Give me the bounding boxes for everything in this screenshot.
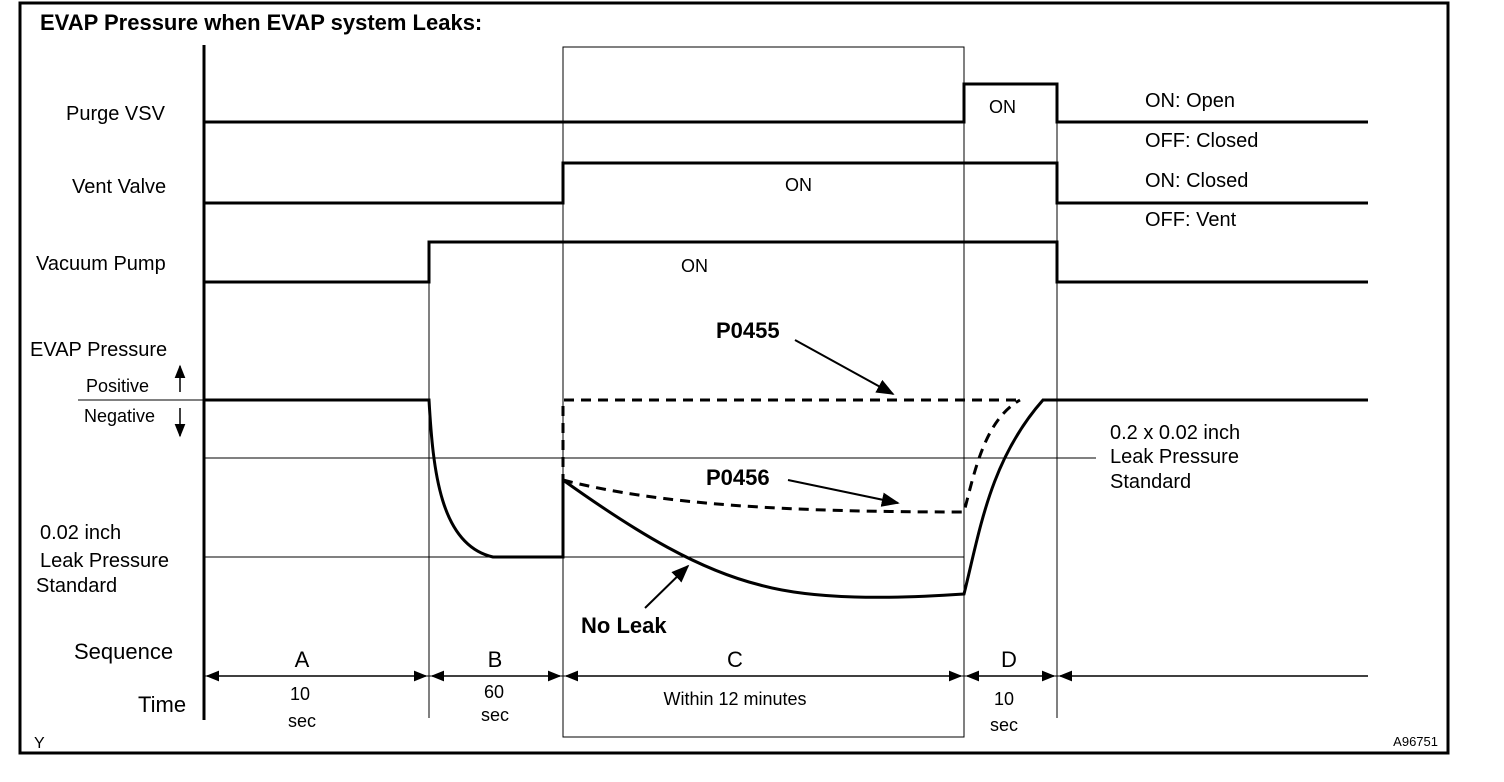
- positive-label: Positive: [86, 376, 149, 396]
- vent-valve-legend-off: OFF: Vent: [1145, 209, 1237, 231]
- vacuum-pump-signal: [204, 240, 1368, 284]
- negative-label: Negative: [84, 406, 155, 426]
- phase-b-name: B: [488, 647, 503, 672]
- vacuum-pump-label: Vacuum Pump: [36, 253, 166, 275]
- vent-valve-on-text: ON: [785, 175, 812, 195]
- phase-b-time: 60: [484, 682, 504, 702]
- phase-d-name: D: [1001, 647, 1017, 672]
- p0456-curve: [562, 398, 1021, 514]
- pressure-curve-main: [204, 398, 1368, 599]
- vent-valve-signal: [204, 161, 1368, 205]
- purge-vsv-legend-on: ON: Open: [1145, 90, 1235, 112]
- phase-b-unit: sec: [481, 705, 509, 725]
- phase-a-unit: sec: [288, 711, 316, 731]
- ref-small-line1: 0.02 inch: [40, 522, 121, 544]
- purge-vsv-label: Purge VSV: [66, 103, 166, 125]
- p0455-curve: [561, 398, 1017, 484]
- phase-a-name: A: [295, 647, 310, 672]
- diagram-border: [18, 1, 1450, 755]
- figure-id: A96751: [1393, 734, 1438, 749]
- ref-small-line2: Leak Pressure: [40, 550, 169, 572]
- phase-d-time: 10: [994, 689, 1014, 709]
- phase-c-box: [562, 46, 965, 738]
- sequence-label: Sequence: [74, 639, 173, 664]
- phase-c-time: Within 12 minutes: [663, 689, 806, 709]
- vent-valve-legend-on: ON: Closed: [1145, 170, 1248, 192]
- p0456-label: P0456: [706, 465, 770, 490]
- purge-vsv-on-text: ON: [989, 97, 1016, 117]
- ref-large-line3: Standard: [1110, 471, 1191, 493]
- phase-a-time: 10: [290, 684, 310, 704]
- p0455-label: P0455: [716, 318, 780, 343]
- diagram-title: EVAP Pressure when EVAP system Leaks:: [40, 10, 482, 35]
- purge-vsv-signal: [204, 82, 1368, 124]
- evap-pressure-label: EVAP Pressure: [30, 339, 167, 361]
- footer-left-mark: Y: [34, 735, 45, 752]
- p0455-arrow: [794, 339, 895, 395]
- phase-d-unit: sec: [990, 715, 1018, 735]
- no-leak-label: No Leak: [581, 613, 667, 638]
- phase-c-name: C: [727, 647, 743, 672]
- time-label: Time: [138, 692, 186, 717]
- purge-vsv-legend-off: OFF: Closed: [1145, 130, 1258, 152]
- no-leak-arrow: [644, 564, 690, 609]
- p0456-arrow: [787, 479, 900, 507]
- ref-large-line2: Leak Pressure: [1110, 446, 1239, 468]
- ref-small-line3: Standard: [36, 575, 117, 597]
- vacuum-pump-on-text: ON: [681, 256, 708, 276]
- vent-valve-label: Vent Valve: [72, 176, 166, 198]
- ref-large-line1: 0.2 x 0.02 inch: [1110, 422, 1240, 444]
